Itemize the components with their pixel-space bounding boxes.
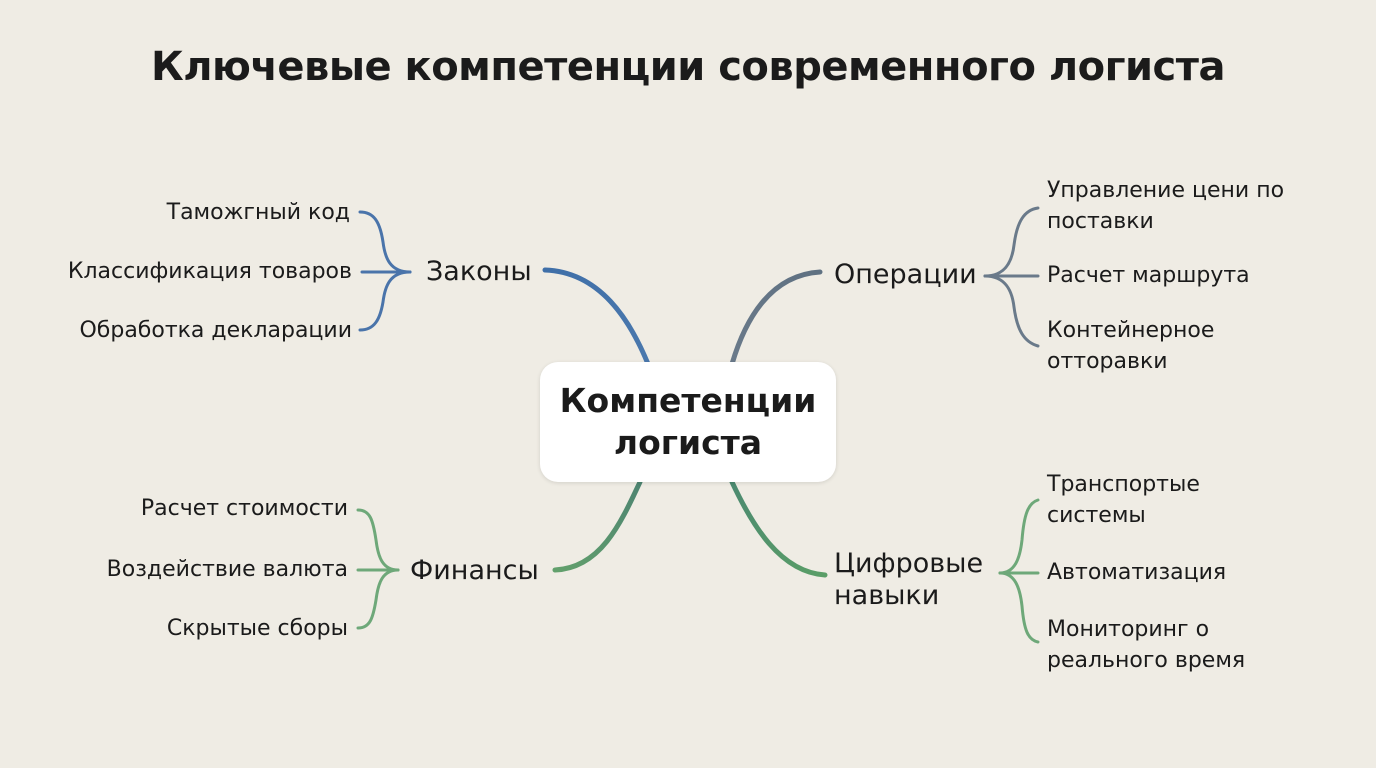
branch-digital-label: Цифровые навыки — [834, 548, 983, 612]
digital-item-automation: Автоматизация — [1047, 557, 1226, 588]
laws-item-goods-classification: Классификация товаров — [67, 259, 352, 284]
bracket-operations — [983, 206, 1040, 348]
central-node-line1: Компетенции — [559, 381, 817, 420]
laws-item-customs-code: Таможгный код — [166, 200, 350, 225]
operations-item-delivery-price-line1: Управление цени по — [1047, 178, 1285, 203]
bracket-finance — [356, 508, 400, 630]
digital-item-transport-systems-line1: Транспортые — [1047, 472, 1200, 497]
digital-item-transport-systems-line2: системы — [1047, 503, 1146, 528]
operations-item-route-calc-line1: Расчет маршрута — [1047, 263, 1250, 288]
central-node: Компетенции логиста — [540, 362, 836, 482]
branch-operations-label: Операции — [834, 259, 977, 290]
branch-laws-label: Законы — [426, 256, 532, 287]
digital-item-monitoring-line1: Мониторинг о — [1047, 617, 1210, 642]
bracket-laws — [358, 210, 412, 332]
branch-finance-label: Финансы — [410, 555, 539, 586]
operations-item-delivery-price: Управление цени по поставки — [1047, 175, 1284, 237]
laws-item-declaration-processing: Обработка декларации — [79, 318, 352, 343]
connector-finance — [552, 479, 643, 573]
finance-item-hidden-fees: Скрытые сборы — [166, 616, 348, 641]
branch-digital-label-line2: навыки — [834, 580, 940, 611]
operations-item-route-calc: Расчет маршрута — [1047, 260, 1250, 291]
digital-item-automation-line1: Автоматизация — [1047, 560, 1227, 585]
operations-item-container-line2: отторавки — [1047, 349, 1168, 374]
connector-digital — [729, 479, 828, 578]
connector-operations — [729, 269, 823, 367]
digital-item-monitoring-line2: реального время — [1047, 648, 1246, 673]
branch-digital-label-line1: Цифровые — [834, 548, 984, 579]
operations-item-container: Контейнерное отторавки — [1047, 315, 1214, 377]
operations-item-delivery-price-line2: поставки — [1047, 209, 1154, 234]
diagram-title: Ключевые компетенции современного логист… — [151, 44, 1225, 90]
operations-item-container-line1: Контейнерное — [1047, 318, 1215, 343]
connector-laws — [542, 267, 651, 367]
digital-item-transport-systems: Транспортые системы — [1047, 469, 1200, 531]
digital-item-monitoring: Мониторинг о реального время — [1047, 614, 1245, 676]
finance-item-currency-impact: Воздействие валюта — [106, 557, 348, 582]
bracket-digital — [998, 498, 1040, 644]
central-node-line2: логиста — [613, 423, 763, 462]
finance-item-cost-calc: Расчет стоимости — [140, 496, 348, 521]
